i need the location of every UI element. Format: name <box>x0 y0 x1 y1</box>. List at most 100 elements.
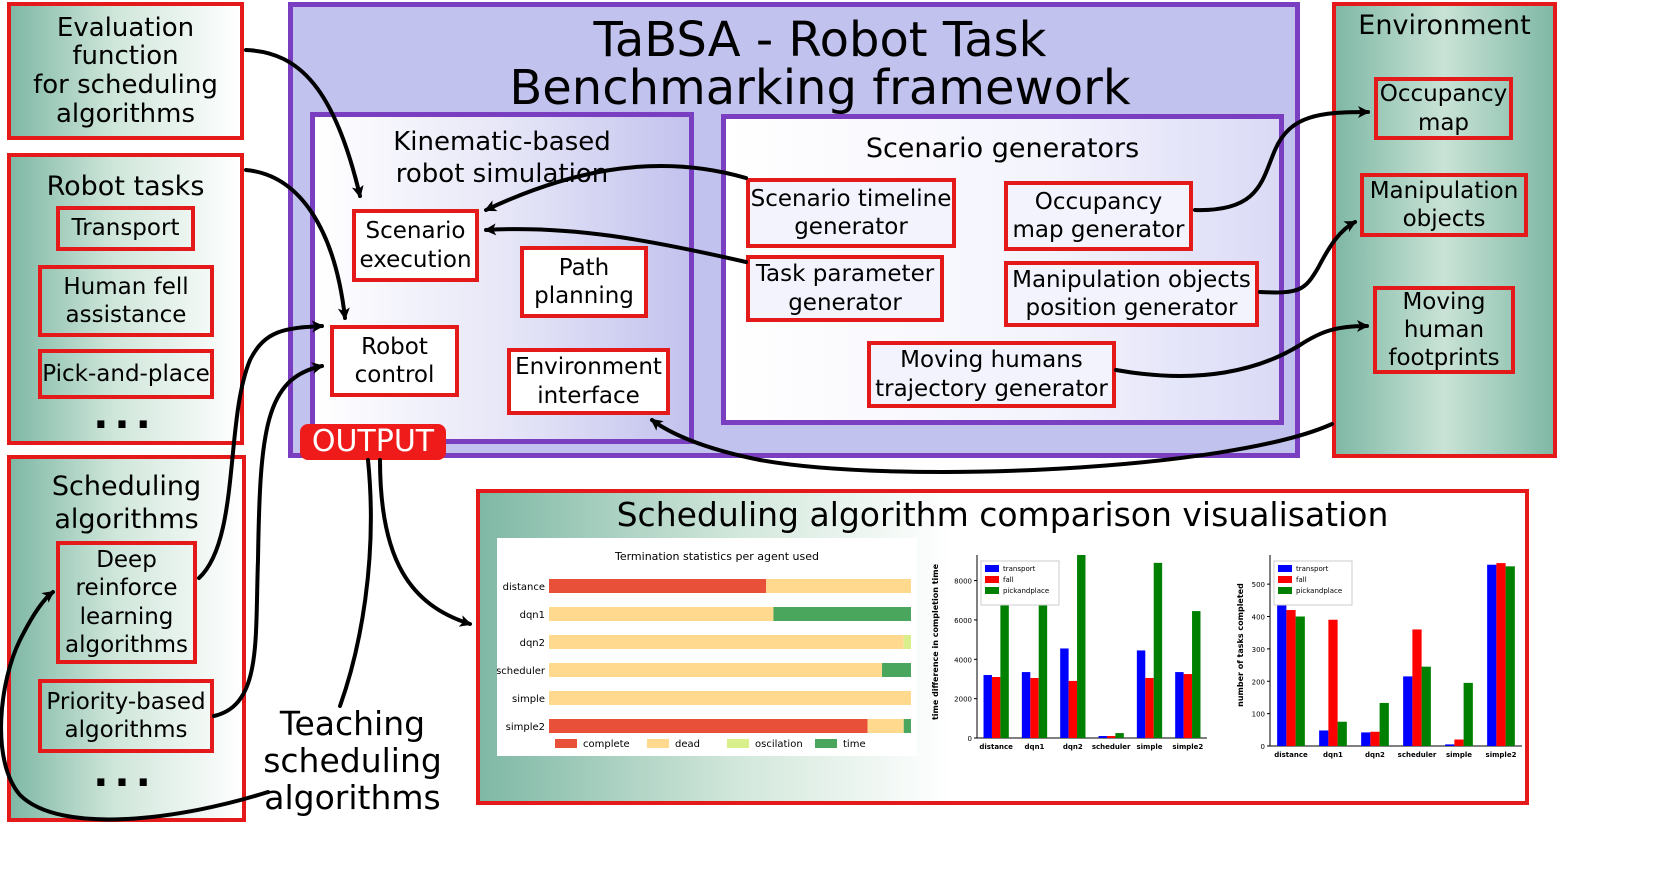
chart1-legend-label: complete <box>583 739 630 750</box>
c2-bar <box>1000 602 1009 738</box>
evaluation-function-box: Evaluation function for scheduling algor… <box>7 2 244 140</box>
c3-bar <box>1445 744 1455 746</box>
c2-bar <box>1038 584 1048 738</box>
path-planning-box: Path planning <box>520 246 648 318</box>
c2-bar <box>1021 672 1031 738</box>
chart1-category-label: dqn1 <box>520 610 545 621</box>
c2-bar <box>1106 736 1116 738</box>
c2-legend-label: fall <box>1003 576 1014 584</box>
c3-bar <box>1286 610 1296 746</box>
c3-category-label: simple2 <box>1486 751 1517 759</box>
c3-category-label: simple <box>1446 751 1472 759</box>
scheduling-algorithms-title: Scheduling algorithms <box>51 471 202 535</box>
c3-bar <box>1277 605 1287 746</box>
c2-legend-swatch <box>985 576 999 583</box>
c3-bar <box>1337 721 1347 746</box>
c2-bar <box>983 675 992 738</box>
c2-bar <box>1153 562 1163 738</box>
evaluation-function-label: Evaluation function for scheduling algor… <box>33 12 218 129</box>
c3-y-tick-label: 300 <box>1252 646 1265 654</box>
environment-interface-box: Environment interface <box>507 348 670 415</box>
output-badge: OUTPUT <box>300 424 446 460</box>
manipulation-objects-box: Manipulation objects <box>1360 173 1528 237</box>
robot-control-box: Robot control <box>330 325 459 397</box>
moving-humans-generator-box: Moving humans trajectory generator <box>867 341 1116 408</box>
task-human-fell-assistance: Human fell assistance <box>38 265 214 337</box>
c3-y-tick-label: 400 <box>1252 614 1265 622</box>
termination-statistics-chart: Termination statistics per agent used di… <box>497 538 917 756</box>
c2-legend-label: transport <box>1003 565 1036 573</box>
chart1-bar-segment <box>549 607 774 621</box>
chart1-legend-swatch <box>555 739 577 748</box>
scenario-timeline-generator-box: Scenario timeline generator <box>746 178 956 248</box>
c3-bar <box>1295 616 1305 746</box>
chart1-bar-segment <box>903 635 911 649</box>
c2-bar <box>1077 555 1086 738</box>
c3-category-label: distance <box>1274 751 1308 759</box>
c3-y-tick-label: 500 <box>1252 581 1265 589</box>
c3-bar <box>1496 563 1506 746</box>
chart1-bar-segment <box>773 607 911 621</box>
chart1-title: Termination statistics per agent used <box>614 550 819 563</box>
chart1-category-label: simple2 <box>506 722 545 733</box>
chart1-legend-label: dead <box>675 739 700 750</box>
chart1-legend-swatch <box>815 739 837 748</box>
chart1-bar-segment <box>867 719 904 733</box>
chart1-category-label: distance <box>503 582 545 593</box>
c3-bar <box>1370 731 1380 746</box>
chart1-bar-segment <box>549 635 904 649</box>
simulation-title: Kinematic-based robot simulation <box>393 127 611 189</box>
c3-y-tick-label: 0 <box>1261 743 1265 751</box>
chart2-ylabel: time difference in completion time <box>931 563 940 720</box>
framework-title: TaBSA - Robot Task Benchmarking framewor… <box>509 12 1131 116</box>
c2-bar <box>1030 677 1039 738</box>
c3-y-tick-label: 100 <box>1252 711 1265 719</box>
chart1-bar-segment <box>549 691 911 705</box>
c3-bar <box>1403 676 1413 746</box>
c3-category-label: dqn1 <box>1323 751 1343 759</box>
robot-tasks-more: ... <box>93 392 157 438</box>
c3-legend-swatch <box>1278 576 1292 583</box>
chart1-legend-swatch <box>727 739 749 748</box>
c3-legend-label: pickandplace <box>1296 587 1342 595</box>
chart1-bar-segment <box>549 579 767 593</box>
generators-title: Scenario generators <box>865 133 1140 164</box>
chart1-bar-segment <box>766 579 911 593</box>
c2-category-label: simple <box>1136 743 1162 751</box>
moving-human-footprints-box: Moving human footprints <box>1373 286 1515 374</box>
chart1-bar-segment <box>549 719 868 733</box>
arrow-teaching-to-deep-rl <box>338 458 373 708</box>
c3-bar <box>1505 566 1515 746</box>
c2-y-tick-label: 2000 <box>954 696 972 704</box>
task-pick-and-place: Pick-and-place <box>38 349 214 399</box>
teaching-label: Teaching scheduling algorithms <box>263 704 442 817</box>
manipulation-objects-generator-box: Manipulation objects position generator <box>1004 261 1259 327</box>
c3-category-label: dqn2 <box>1365 751 1385 759</box>
c2-category-label: simple2 <box>1172 743 1203 751</box>
arrow-output-to-visualisation <box>378 458 472 627</box>
tasks-completed-chart: number of tasks completed 01002003004005… <box>1236 555 1522 759</box>
algo-priority-based: Priority-based algorithms <box>38 679 214 753</box>
robot-tasks-title: Robot tasks <box>46 171 205 202</box>
c2-legend-swatch <box>985 565 999 572</box>
chart1-legend-label: oscilation <box>755 739 803 750</box>
environment-title: Environment <box>1358 10 1531 41</box>
c2-legend-swatch <box>985 587 999 594</box>
chart1-legend-label: time <box>843 739 866 750</box>
c2-legend-label: pickandplace <box>1003 587 1049 595</box>
c3-bar <box>1487 564 1497 746</box>
chart1-bar-segment <box>549 663 883 677</box>
c3-legend-label: transport <box>1296 565 1329 573</box>
chart1-bar-segment <box>882 663 911 677</box>
c3-bar <box>1454 739 1464 746</box>
task-transport: Transport <box>56 206 195 251</box>
c3-bar <box>1379 702 1389 746</box>
occupancy-map-generator-box: Occupancy map generator <box>1004 181 1193 251</box>
c2-bar <box>991 677 1001 738</box>
algo-deep-reinforcement: Deep reinforce learning algorithms <box>56 541 197 664</box>
chart1-category-label: dqn2 <box>520 638 545 649</box>
c2-y-tick-label: 4000 <box>954 656 972 664</box>
c2-bar <box>1145 677 1154 738</box>
c2-bar <box>1098 736 1107 738</box>
c3-bar <box>1463 682 1473 746</box>
